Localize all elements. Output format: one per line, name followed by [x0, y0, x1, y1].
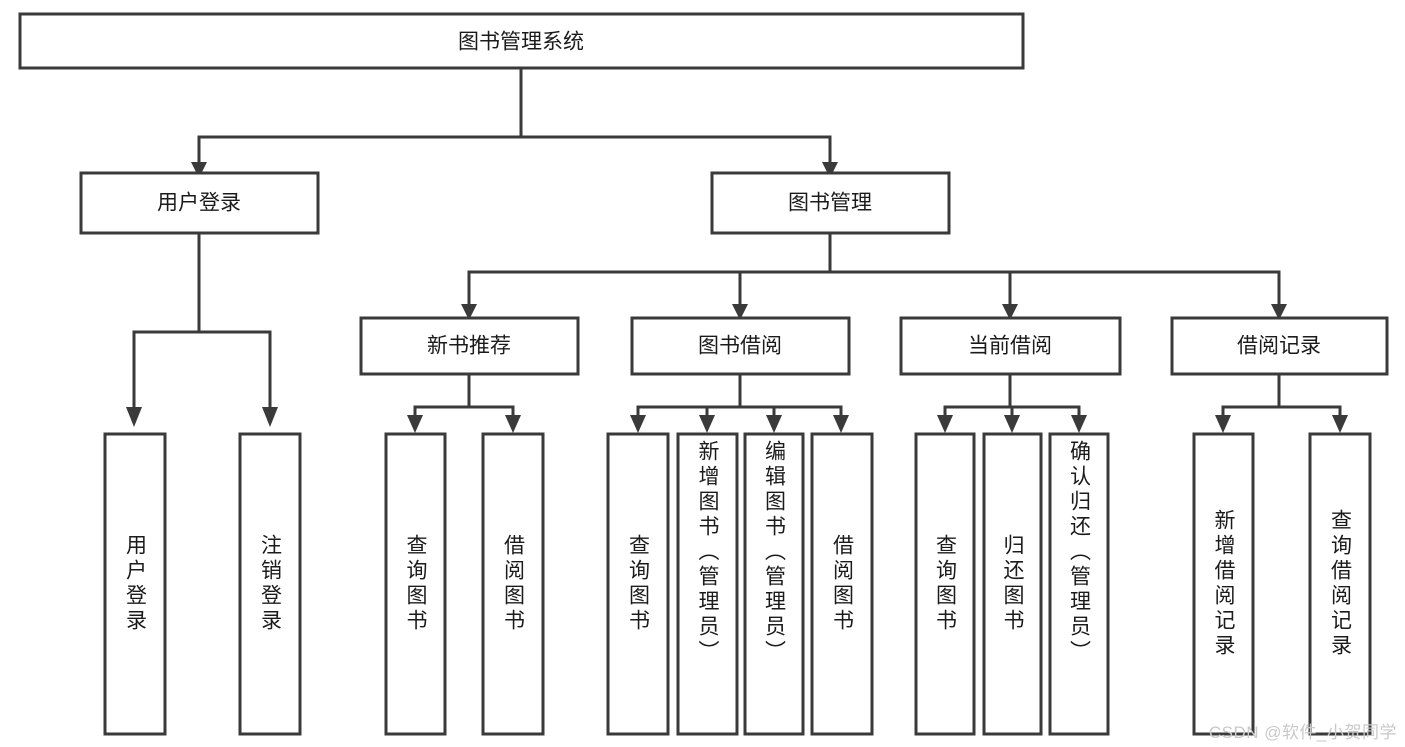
leaf-current-borrow-confirm[interactable] [1048, 432, 1110, 736]
connector-borrow-record-to-leaves [1215, 372, 1348, 433]
leaf-book-borrow-borrow[interactable] [810, 432, 874, 736]
node-new-book-recommend[interactable] [359, 316, 580, 376]
connector-current-borrow-to-leaves [937, 372, 1087, 433]
leaf-book-borrow-add[interactable] [676, 432, 739, 736]
connector-book-borrow-to-leaves [630, 372, 849, 433]
node-book-management[interactable] [710, 171, 951, 235]
leaf-user-login-login[interactable] [103, 432, 167, 736]
leaf-user-login-logout[interactable] [238, 432, 302, 736]
node-current-borrow-label: 当前借阅 [968, 335, 1052, 358]
node-book-borrow[interactable] [630, 316, 851, 376]
node-borrow-record-label: 借阅记录 [1237, 335, 1321, 358]
node-current-borrow[interactable] [899, 316, 1122, 376]
leaf-book-borrow-edit[interactable] [743, 432, 805, 736]
connector-root-to-level2 [191, 66, 838, 178]
node-user-login[interactable] [79, 171, 320, 235]
leaf-new-book-query[interactable] [384, 432, 447, 736]
connector-new-book-recommend-to-leaves [407, 372, 521, 433]
leaf-borrow-record-query[interactable] [1308, 432, 1372, 736]
leaf-new-book-borrow[interactable] [481, 432, 545, 736]
leaf-current-borrow-query[interactable] [914, 432, 976, 736]
connector-user-login-to-leaves [126, 231, 278, 427]
leaf-book-borrow-query[interactable] [606, 432, 670, 736]
node-borrow-record[interactable] [1170, 316, 1389, 376]
csdn-watermark: CSDN @软件_小贺同学 [1208, 723, 1397, 742]
node-book-borrow-label: 图书借阅 [698, 335, 782, 358]
node-root-system-label: 图书管理系统 [458, 31, 584, 54]
connector-book-management-to-level3 [461, 231, 1287, 320]
node-root-system[interactable] [18, 12, 1025, 70]
leaf-current-borrow-return[interactable] [982, 432, 1043, 736]
node-new-book-recommend-label: 新书推荐 [427, 335, 511, 358]
node-user-login-label: 用户登录 [157, 192, 241, 215]
node-book-management-label: 图书管理 [788, 192, 872, 215]
leaf-borrow-record-add[interactable] [1192, 432, 1255, 736]
